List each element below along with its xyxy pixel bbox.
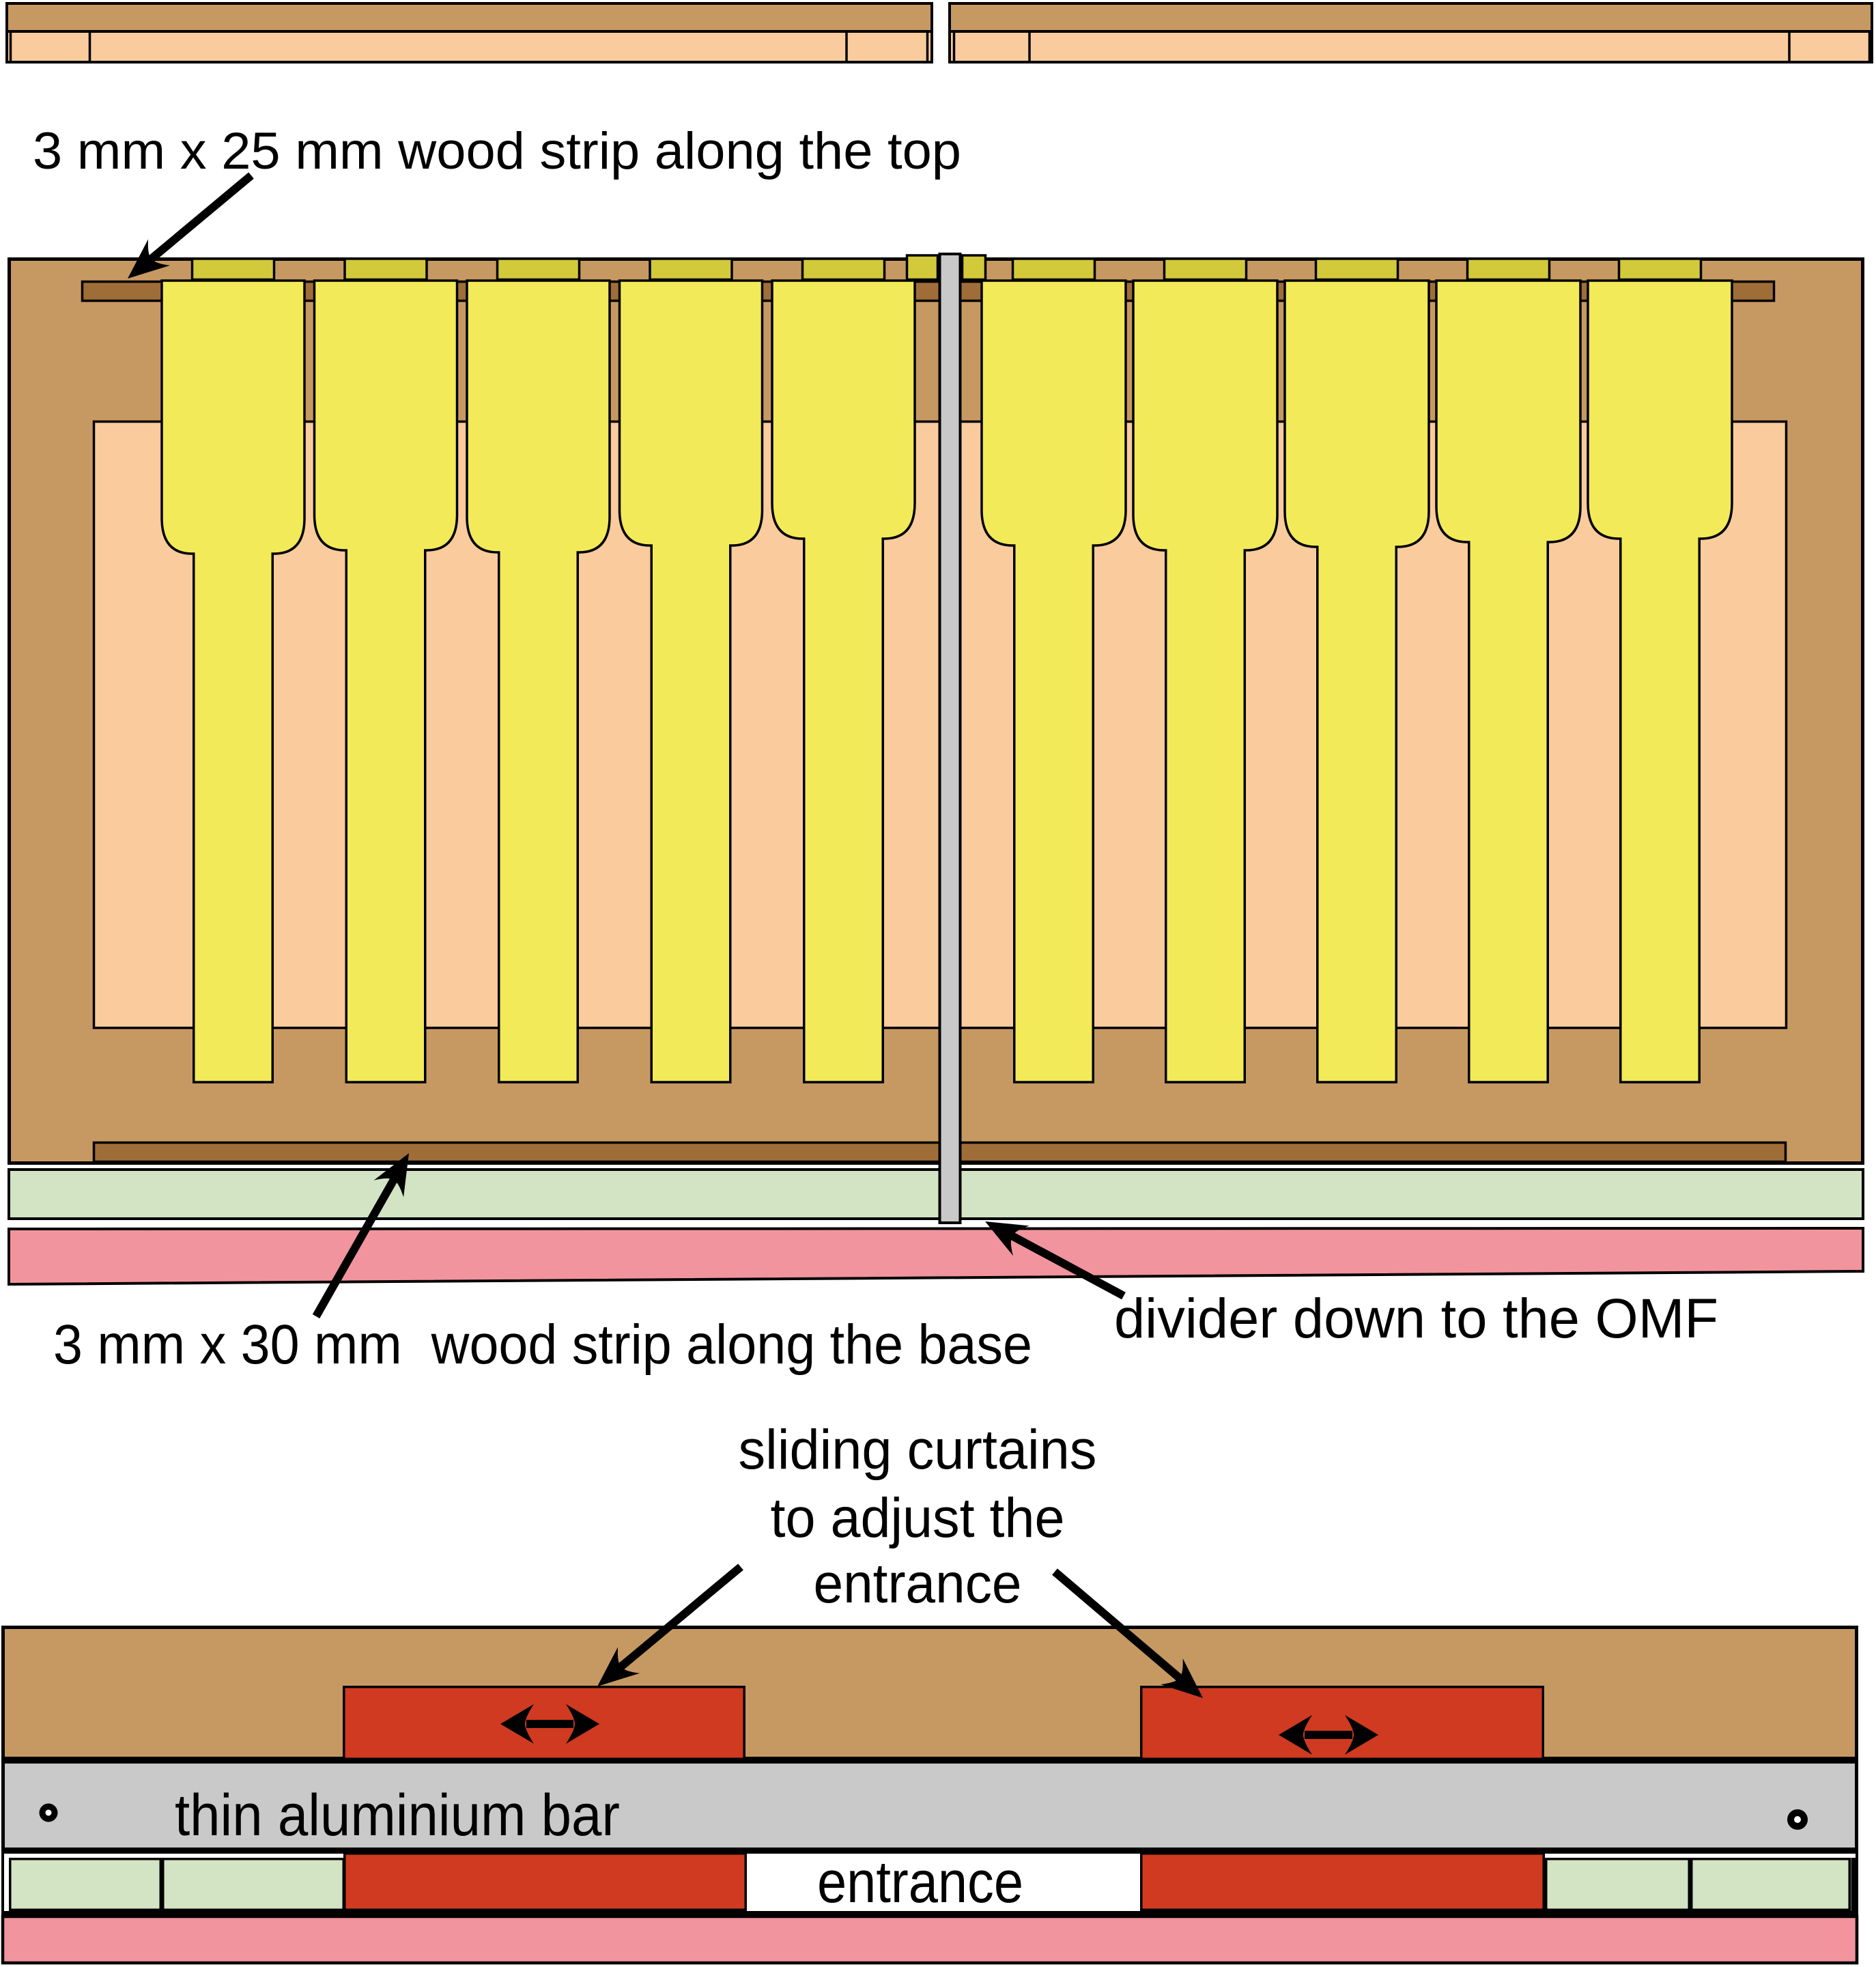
svg-text:sliding curtains: sliding curtains bbox=[739, 1419, 1097, 1481]
svg-text:3 mm x 25 mm wood strip along: 3 mm x 25 mm wood strip along the top bbox=[33, 122, 961, 180]
svg-text:to adjust the: to adjust the bbox=[771, 1487, 1065, 1549]
svg-text:thin aluminium bar: thin aluminium bar bbox=[175, 1783, 620, 1848]
svg-text:entrance: entrance bbox=[817, 1850, 1023, 1915]
svg-text:divider down to the OMF: divider down to the OMF bbox=[1114, 1288, 1718, 1350]
svg-text:entrance: entrance bbox=[814, 1553, 1022, 1615]
svg-text:3 mm x 30 mm wood strip along: 3 mm x 30 mm wood strip along the base bbox=[53, 1314, 1032, 1376]
